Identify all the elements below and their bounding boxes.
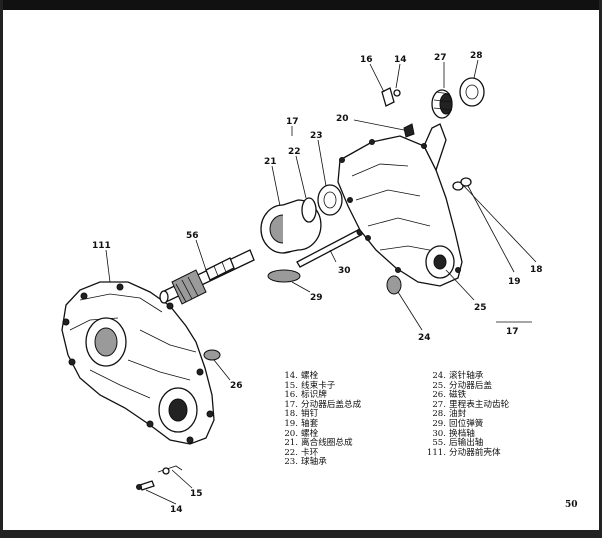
- legend-item: 20.螺栓: [284, 428, 319, 439]
- legend-item: 22.卡环: [284, 447, 319, 458]
- bottom-border: [0, 530, 602, 538]
- callout-17-top: 17: [286, 117, 299, 127]
- legend-item: 55.后输出轴: [432, 438, 484, 449]
- callout-16-top: 16: [360, 55, 373, 65]
- legend-item: 111.分动器前壳体: [426, 447, 501, 458]
- callout-25: 25: [474, 303, 487, 313]
- top-border: [0, 0, 602, 10]
- callout-26: 26: [230, 381, 243, 391]
- rear-output-shaft: [159, 249, 255, 305]
- oil-seal: [459, 77, 485, 107]
- callout-22: 22: [288, 147, 301, 157]
- legend-item: 15.线束卡子: [284, 380, 336, 391]
- legend-item: 18.销钉: [284, 409, 319, 420]
- legend-item: 17.分动器后盖总成: [284, 399, 362, 410]
- legend-item: 14.螺栓: [284, 371, 319, 381]
- callout-14-top: 14: [394, 55, 407, 65]
- callout-56: 56: [186, 231, 199, 241]
- wire-clip-and-bolt: [136, 465, 183, 491]
- legend-column-right: 24.滚针轴承 25.分动器后盖 26.磁铁 27.里程表主动齿轮 28.油封 …: [424, 371, 554, 458]
- legend-item: 16.标识牌: [284, 390, 327, 401]
- rear-cover: [337, 123, 463, 287]
- callout-30: 30: [338, 266, 351, 276]
- callout-15: 15: [190, 489, 203, 499]
- legend-item: 26.磁铁: [432, 390, 467, 401]
- legend-item: 25.分动器后盖: [432, 380, 492, 391]
- front-case: [61, 281, 215, 445]
- callout-23: 23: [310, 131, 323, 141]
- callout-111: 111: [92, 241, 111, 251]
- callout-27: 27: [434, 53, 447, 63]
- id-tag-and-bolt: [381, 87, 415, 138]
- legend-item: 29.回位弹簧: [432, 418, 484, 429]
- speedometer-gear: [431, 89, 453, 119]
- legend-column-left: 14.螺栓 15.线束卡子 16.标识牌 17.分动器后盖总成 18.销钉 19…: [276, 371, 406, 468]
- legend-item: 28.油封: [432, 409, 467, 420]
- callout-14-bottom: 14: [170, 505, 183, 515]
- legend-item: 24.滚针轴承: [432, 371, 484, 381]
- callout-17-bottom: 17: [506, 327, 519, 337]
- shift-shaft: [296, 228, 364, 268]
- callout-29: 29: [310, 293, 323, 303]
- return-spring: [267, 269, 301, 283]
- legend-item: 27.里程表主动齿轮: [432, 399, 510, 410]
- legend-item: 30.换档轴: [432, 428, 475, 439]
- callout-21: 21: [264, 157, 277, 167]
- leader-lines: [105, 59, 537, 505]
- callout-19: 19: [508, 277, 521, 287]
- legend-item: 19.轴套: [284, 418, 319, 429]
- callout-18: 18: [530, 265, 543, 275]
- dowel-pins: [452, 177, 472, 191]
- legend-item: 21.离合线圈总成: [284, 438, 353, 449]
- callout-24: 24: [418, 333, 431, 343]
- page-number: 50: [565, 500, 578, 510]
- needle-bearing: [386, 275, 402, 295]
- callout-20: 20: [336, 114, 349, 124]
- callout-28: 28: [470, 51, 483, 61]
- callouts: 16 14 27 28 20 17 21 22 23 56 111 30 29 …: [92, 51, 543, 515]
- legend-item: 23.球轴承: [284, 457, 327, 468]
- magnet: [203, 349, 221, 361]
- clutch-coil-assembly: [260, 184, 343, 254]
